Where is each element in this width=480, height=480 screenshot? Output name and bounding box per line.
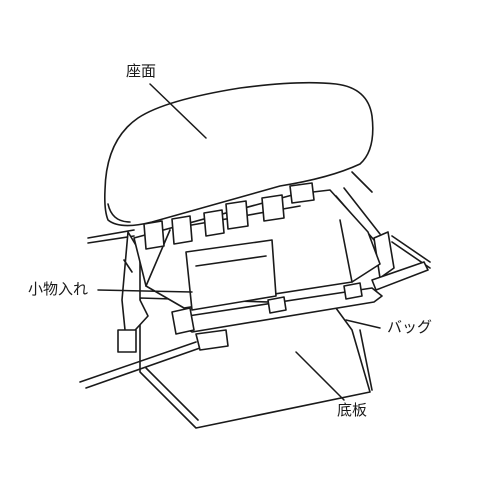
seat-clips — [143, 182, 315, 250]
seat-leader — [149, 83, 207, 139]
seat-cushion — [104, 81, 374, 227]
bottom-leader — [295, 351, 345, 401]
bag-leader — [345, 319, 381, 329]
small-item-pocket — [185, 239, 277, 311]
leader-lines — [97, 83, 381, 401]
front-handle-rod — [79, 261, 429, 389]
pocket-leader — [97, 289, 193, 293]
bag-label: バッグ — [387, 318, 433, 336]
small-item-pocket-label: 小物入れ — [28, 280, 89, 298]
bottom-board-label: 底板 — [337, 401, 368, 419]
seat-label: 座面 — [126, 62, 157, 80]
